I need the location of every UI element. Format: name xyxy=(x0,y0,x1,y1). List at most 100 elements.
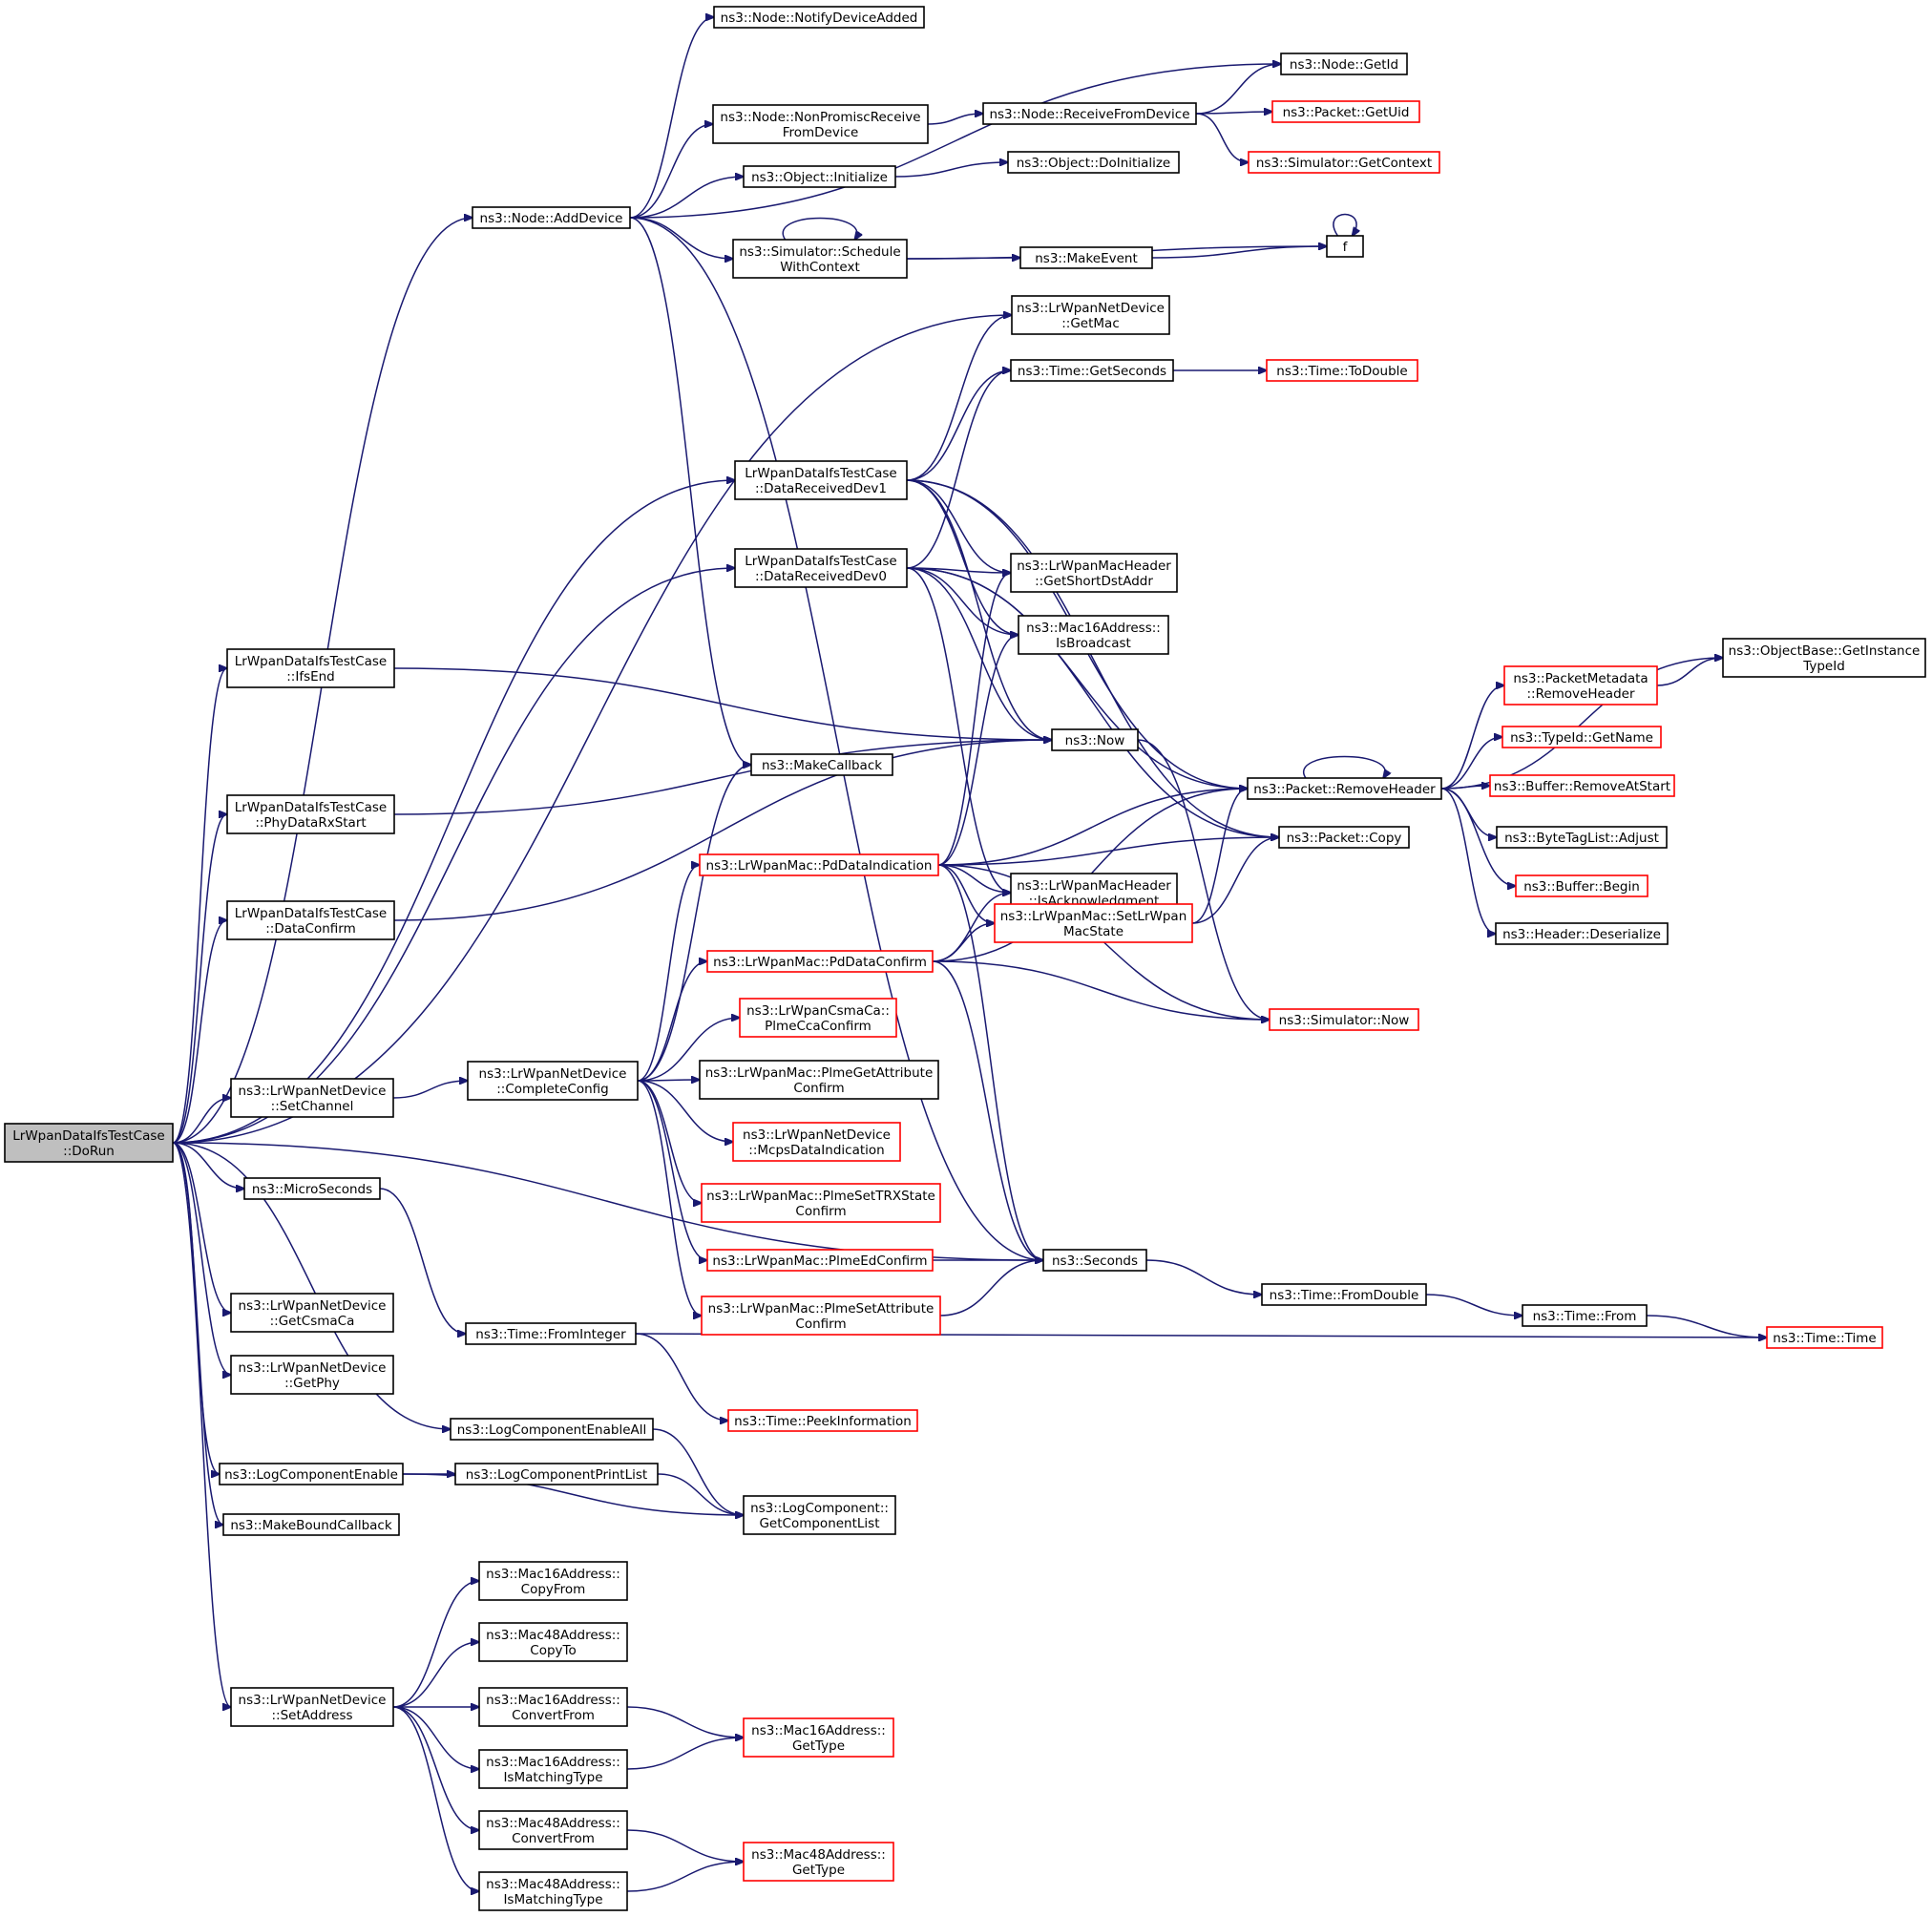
node-m16GetType[interactable]: ns3::Mac16Address::GetType xyxy=(743,1717,894,1758)
node-m16ConvFrom[interactable]: ns3::Mac16Address::ConvertFrom xyxy=(478,1687,628,1727)
node-mcpsInd[interactable]: ns3::LrWpanNetDevice::McpsDataIndication xyxy=(732,1122,901,1162)
node-hdrDeser[interactable]: ns3::Header::Deserialize xyxy=(1495,922,1669,945)
node-bufRemove[interactable]: ns3::Buffer::RemoveAtStart xyxy=(1489,774,1675,797)
node-toDouble[interactable]: ns3::Time::ToDouble xyxy=(1266,359,1418,382)
edge-logPrint-to-getCompList xyxy=(657,1473,744,1515)
node-typeIdName[interactable]: ns3::TypeId::GetName xyxy=(1502,726,1662,748)
node-box xyxy=(222,1513,400,1536)
node-logAll[interactable]: ns3::LogComponentEnableAll xyxy=(450,1418,654,1441)
edge-pdInd-to-pktCopy xyxy=(937,837,1279,866)
node-f[interactable]: f xyxy=(1326,235,1364,258)
node-label: ::DataReceivedDev1 xyxy=(755,481,887,496)
node-label: ns3::Mac16Address:: xyxy=(1026,621,1161,636)
node-label: ns3::LogComponentEnable xyxy=(224,1467,398,1483)
node-pmRemove[interactable]: ns3::PacketMetadata::RemoveHeader xyxy=(1503,665,1658,706)
edge-completeConfig-to-pdConf xyxy=(637,961,707,1082)
edge-addDevice-to-npr xyxy=(629,124,713,219)
node-getCsma[interactable]: ns3::LrWpanNetDevice::GetCsmaCa xyxy=(230,1293,394,1333)
node-ifsEnd[interactable]: LrWpanDataIfsTestCase::IfsEnd xyxy=(226,648,395,688)
edge-completeConfig-to-mcpsInd xyxy=(637,1080,733,1142)
node-completeConfig[interactable]: ns3::LrWpanNetDevice::CompleteConfig xyxy=(467,1061,639,1101)
node-timeFrom[interactable]: ns3::Time::From xyxy=(1522,1304,1648,1327)
node-label: ns3::LrWpanMac::PlmeEdConfirm xyxy=(712,1253,927,1269)
node-pktCopy[interactable]: ns3::Packet::Copy xyxy=(1278,826,1410,849)
node-getSeconds[interactable]: ns3::Time::GetSeconds xyxy=(1010,359,1174,382)
node-m48ConvFrom[interactable]: ns3::Mac48Address::ConvertFrom xyxy=(478,1810,628,1850)
node-box xyxy=(712,104,929,144)
node-csmaCca[interactable]: ns3::LrWpanCsmaCa::PlmeCcaConfirm xyxy=(739,998,897,1038)
node-plmeEd[interactable]: ns3::LrWpanMac::PlmeEdConfirm xyxy=(706,1249,934,1272)
edge-ifsEnd-to-now xyxy=(393,667,1052,740)
node-notify[interactable]: ns3::Node::NotifyDeviceAdded xyxy=(713,6,925,29)
node-logEnable[interactable]: ns3::LogComponentEnable xyxy=(219,1463,404,1485)
node-recvFromDev[interactable]: ns3::Node::ReceiveFromDevice xyxy=(982,102,1197,125)
node-timeTime[interactable]: ns3::Time::Time xyxy=(1766,1326,1883,1349)
node-makeEvent[interactable]: ns3::MakeEvent xyxy=(1019,246,1153,269)
node-setChannel[interactable]: ns3::LrWpanNetDevice::SetChannel xyxy=(230,1078,394,1118)
node-setAddress[interactable]: ns3::LrWpanNetDevice::SetAddress xyxy=(230,1687,394,1727)
edge-now-to-simNow xyxy=(1137,739,1270,1020)
node-label: ns3::Mac48Address:: xyxy=(486,1877,620,1892)
node-box xyxy=(994,903,1193,943)
node-drDev0[interactable]: LrWpanDataIfsTestCase::DataReceivedDev0 xyxy=(734,548,908,588)
node-btlAdjust[interactable]: ns3::ByteTagList::Adjust xyxy=(1496,826,1668,849)
node-root[interactable]: LrWpanDataIfsTestCase::DoRun xyxy=(4,1123,174,1163)
node-peekInfo[interactable]: ns3::Time::PeekInformation xyxy=(727,1409,918,1432)
edge-addDevice-to-schedCtx xyxy=(629,217,733,259)
node-label: ns3::PacketMetadata xyxy=(1513,671,1648,686)
node-getContext[interactable]: ns3::Simulator::GetContext xyxy=(1248,151,1440,174)
node-label: ns3::Mac48Address:: xyxy=(486,1816,620,1831)
node-getShortDst[interactable]: ns3::LrWpanMacHeader::GetShortDstAddr xyxy=(1010,553,1178,593)
node-logPrint[interactable]: ns3::LogComponentPrintList xyxy=(454,1463,659,1485)
node-isBroadcast[interactable]: ns3::Mac16Address::IsBroadcast xyxy=(1018,615,1169,655)
edge-plmeSet-to-seconds xyxy=(939,1260,1043,1317)
node-seconds[interactable]: ns3::Seconds xyxy=(1042,1249,1147,1272)
node-objInit[interactable]: ns3::Object::Initialize xyxy=(743,165,896,188)
node-removeHeader[interactable]: ns3::Packet::RemoveHeader xyxy=(1247,777,1442,800)
edge-removeHeader-to-pmRemove xyxy=(1440,685,1504,790)
node-doInit[interactable]: ns3::Object::DoInitialize xyxy=(1007,151,1180,174)
node-label: ns3::Node::GetId xyxy=(1290,57,1398,73)
node-pdConf[interactable]: ns3::LrWpanMac::PdDataConfirm xyxy=(706,950,934,973)
node-getMac[interactable]: ns3::LrWpanNetDevice::GetMac xyxy=(1011,295,1170,335)
node-box xyxy=(230,1078,394,1118)
node-drDev1[interactable]: LrWpanDataIfsTestCase::DataReceivedDev1 xyxy=(734,460,908,500)
node-box xyxy=(4,1123,174,1163)
edge-removeHeader-to-bufBegin xyxy=(1440,788,1516,886)
node-label: ::GetMac xyxy=(1061,316,1120,331)
node-pdInd[interactable]: ns3::LrWpanMac::PdDataIndication xyxy=(699,853,939,876)
node-getPhy[interactable]: ns3::LrWpanNetDevice::GetPhy xyxy=(230,1355,394,1395)
node-now[interactable]: ns3::Now xyxy=(1051,728,1139,751)
node-mbc[interactable]: ns3::MakeBoundCallback xyxy=(222,1513,400,1536)
node-m48GetType[interactable]: ns3::Mac48Address::GetType xyxy=(743,1842,894,1882)
node-m48Match[interactable]: ns3::Mac48Address::IsMatchingType xyxy=(478,1871,628,1911)
node-label: ns3::Packet::GetUid xyxy=(1283,105,1410,120)
edge-drDev1-to-getMac xyxy=(906,315,1012,481)
node-m16CopyFrom[interactable]: ns3::Mac16Address::CopyFrom xyxy=(478,1561,628,1601)
node-m16Match[interactable]: ns3::Mac16Address::IsMatchingType xyxy=(478,1749,628,1789)
node-m48CopyTo[interactable]: ns3::Mac48Address::CopyTo xyxy=(478,1622,628,1662)
node-micro[interactable]: ns3::MicroSeconds xyxy=(243,1177,381,1200)
node-makeCb[interactable]: ns3::MakeCallback xyxy=(750,753,893,776)
node-phyRx[interactable]: LrWpanDataIfsTestCase::PhyDataRxStart xyxy=(226,794,395,834)
node-fromDouble[interactable]: ns3::Time::FromDouble xyxy=(1261,1283,1427,1306)
node-getCompList[interactable]: ns3::LogComponent::GetComponentList xyxy=(743,1495,896,1535)
edge-completeConfig-to-makeCb xyxy=(637,765,751,1082)
node-getUid[interactable]: ns3::Packet::GetUid xyxy=(1271,100,1420,123)
node-simNow[interactable]: ns3::Simulator::Now xyxy=(1269,1008,1419,1031)
node-label: IsMatchingType xyxy=(503,1770,602,1785)
node-fromInteger[interactable]: ns3::Time::FromInteger xyxy=(465,1322,637,1345)
node-box xyxy=(739,998,897,1038)
node-bufBegin[interactable]: ns3::Buffer::Begin xyxy=(1515,874,1648,897)
node-dataConfirm[interactable]: LrWpanDataIfsTestCase::DataConfirm xyxy=(226,900,395,940)
node-addDevice[interactable]: ns3::Node::AddDevice xyxy=(472,206,631,229)
node-label: ns3::LogComponentEnableAll xyxy=(457,1422,647,1438)
node-getId[interactable]: ns3::Node::GetId xyxy=(1280,53,1408,75)
